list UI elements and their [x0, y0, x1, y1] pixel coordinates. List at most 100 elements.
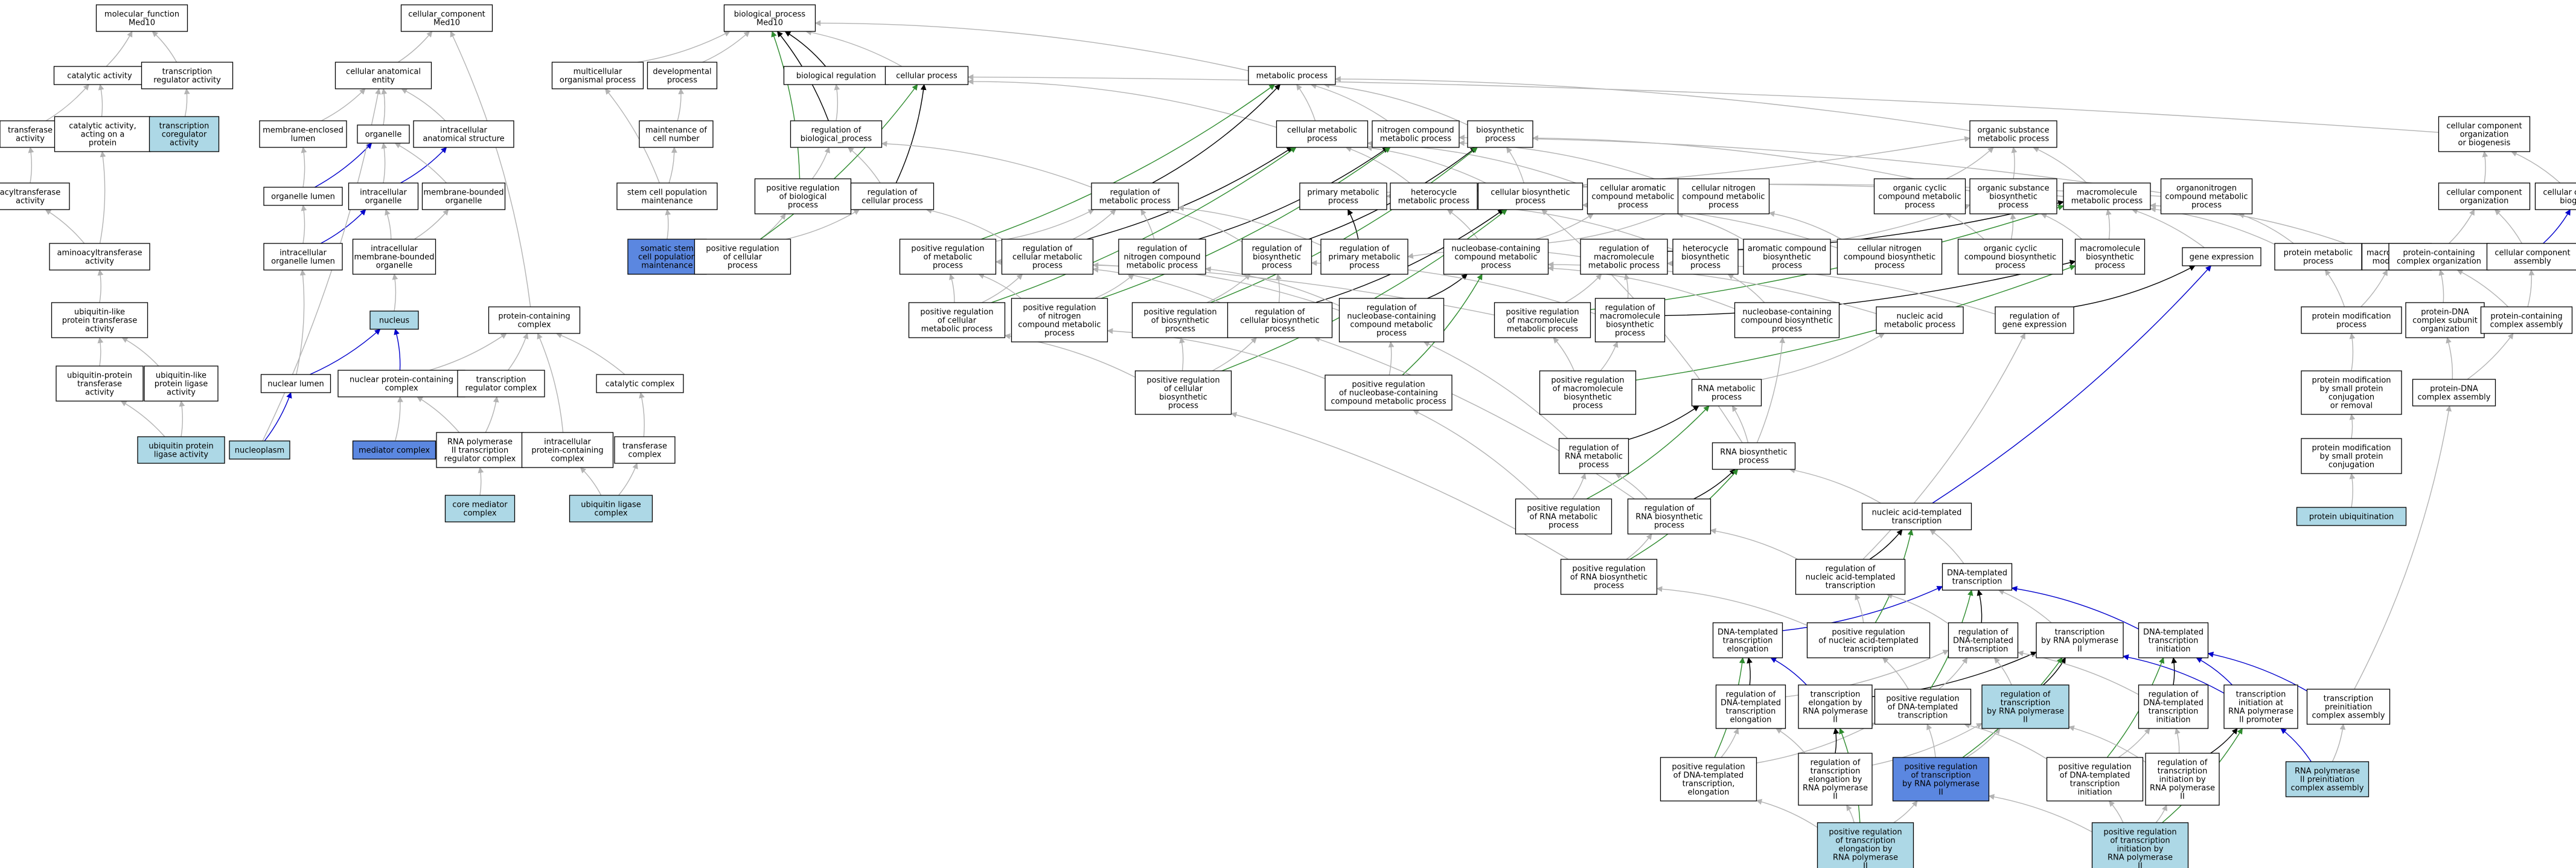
go-term-label-line: Med10 [433, 19, 460, 28]
edge-rbp-to-breg [834, 84, 840, 121]
edge-rge-to-ge [2073, 265, 2196, 307]
go-term-label-line: positive regulation [766, 184, 839, 193]
go-term-box [790, 120, 883, 148]
edge-dtte-to-dtt [1782, 586, 1943, 631]
go-term-node-nucleoplasm: nucleoplasm [229, 440, 290, 460]
go-term-box [1942, 563, 2013, 591]
go-term-box [1798, 684, 1873, 729]
edge-tepii-to-dtte [1770, 657, 1807, 686]
go-term-label-line: cellular biosynthetic [1240, 317, 1319, 326]
edge-prcp-to-cp [760, 84, 918, 240]
go-term-label-line: positive regulation [1023, 304, 1096, 313]
go-term-box [1011, 298, 1108, 342]
go-term-box [2063, 182, 2151, 210]
go-term-node-rdtti: regulation ofDNA-templatedtranscriptioni… [2138, 684, 2209, 729]
edge-rnapii-to-npcc [417, 396, 460, 433]
go-term-label-line: organization [2460, 130, 2509, 140]
edge-prmmp-to-rmmp [1564, 274, 1602, 303]
go-term-label-line: process [1772, 262, 1802, 271]
edge-rcp-to-rbp [848, 147, 881, 184]
go-term-label-line: organelle lumen [271, 257, 335, 266]
go-term-label-line: compound biosynthetic [1741, 317, 1833, 326]
go-term-label-line: ubiquitin ligase [581, 501, 641, 510]
edge-rncmp-to-rmp [1140, 209, 1155, 240]
go-term-label-line: transcription [2055, 628, 2105, 637]
edge-mbp-to-macmp [2106, 209, 2112, 240]
go-term-label-line: protein-containing [531, 446, 603, 455]
go-term-label-line: protein ubiquitination [2309, 513, 2394, 522]
go-term-label-line: transcription [1952, 577, 2002, 587]
go-term-label-line: transcription [159, 122, 209, 131]
go-term-label-line: process [1032, 262, 1063, 271]
go-term-label-line: transcription [2149, 707, 2199, 716]
go-term-box [369, 310, 419, 330]
edge-prmbp-to-mbp [1635, 265, 2076, 381]
edge-rdtte-to-dtte [1747, 657, 1753, 686]
edge-prtpii-to-prdtt [1926, 724, 1936, 758]
go-term-label-line: compound metabolic [2165, 193, 2248, 202]
go-term-label-line: RNA polymerase [1803, 784, 1868, 793]
go-term-label-line: complex assembly [2312, 712, 2385, 721]
go-term-label-line: developmental [653, 68, 711, 77]
go-term-label-line: positive regulation [1829, 828, 1902, 837]
go-term-label-line: acyltransferase [0, 188, 60, 198]
go-term-node-org: organelle [357, 124, 410, 144]
go-term-label-line: regulation of [1023, 245, 1073, 254]
go-term-label-line: macromolecule [2080, 245, 2140, 254]
edge-rmp-to-mp [1152, 84, 1281, 184]
go-term-box [2438, 116, 2531, 152]
go-term-label-line: transcription [1958, 645, 2009, 654]
go-term-label-line: heterocycle [1411, 188, 1457, 198]
edge-upla-to-ubpla [179, 400, 185, 437]
go-term-label-line: maintenance [641, 262, 692, 271]
go-term-box [144, 365, 219, 402]
go-term-box [0, 120, 61, 148]
go-term-box [1558, 438, 1629, 474]
go-term-label-line: organelle [376, 262, 413, 271]
edge-pcco-to-cco [2449, 209, 2475, 244]
go-term-label-line: of cellular [723, 253, 762, 262]
go-term-label-line: transferase [622, 442, 667, 451]
go-term-label-line: complex [594, 509, 627, 518]
go-term-label-line: intracellular [280, 249, 327, 258]
edge-nlumen-to-iol [296, 269, 306, 375]
go-term-label-line: complex [628, 451, 661, 460]
edge-rnccmp-to-nccmp [1427, 274, 1468, 299]
go-term-label-line: catalytic activity, [69, 122, 136, 131]
go-term-label-line: transcription [2070, 780, 2120, 789]
go-term-label-line: cellular component [2446, 188, 2522, 198]
go-term-box [1118, 239, 1206, 275]
go-term-label-line: elongation by [1808, 776, 1862, 785]
go-term-label-line: activity [85, 325, 114, 334]
go-term-label-line: regulation of [1340, 245, 1390, 254]
go-term-box [1874, 689, 1972, 725]
go-term-label-line: nucleobase-containing [1742, 308, 1831, 317]
go-term-box [2274, 243, 2362, 271]
go-term-label-line: complex [385, 384, 418, 393]
go-term-box [2301, 438, 2402, 474]
edge-osbp-to-bsp [1532, 135, 1970, 191]
go-term-label-line: cellular biosynthetic [1491, 188, 1570, 198]
go-term-label-line: nuclear protein-containing [350, 376, 453, 385]
edge-tipii-to-trpii [2123, 654, 2225, 694]
edge-prdtt-to-prnatt [1882, 657, 1909, 690]
edge-occmp-to-osmp [1946, 147, 1994, 179]
go-term-box [348, 182, 419, 210]
go-term-label-line: positive regulation [920, 308, 993, 317]
edge-ca-to-mf [106, 31, 133, 67]
go-term-label-line: cellular anatomical [346, 68, 421, 77]
go-term-box [1494, 302, 1591, 338]
go-term-box [2285, 761, 2370, 797]
edge-prrnamp-to-prnccmp [1413, 410, 1539, 500]
